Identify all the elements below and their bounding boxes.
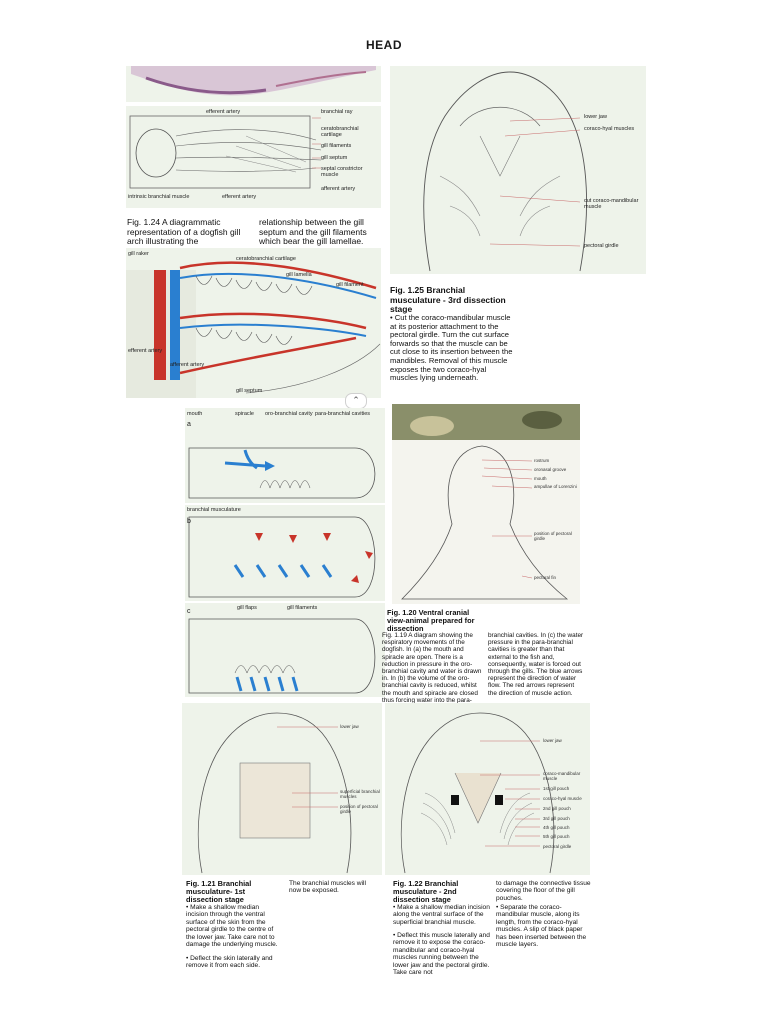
- label-pouch1: 1st gill pouch: [543, 786, 570, 791]
- gill-arch-drawing: [129, 115, 322, 189]
- fig-1-25-diagram: lower jaw coraco-hyal muscles cut coraco…: [390, 66, 646, 274]
- fig-1-19-text-right: branchial cavities. In (c) the water pre…: [488, 632, 584, 697]
- scroll-up-button[interactable]: ⌃: [345, 393, 367, 409]
- label-oro-cavity: oro-branchial cavity: [265, 411, 313, 417]
- fig-1-22-caption: Fig. 1.22 Branchial musculature - 2nd di…: [393, 880, 491, 904]
- fig-1-25-text: Cut the coraco-mandibular muscle at its …: [390, 313, 515, 383]
- label-branchial-ray: branchial ray: [321, 109, 353, 115]
- fig-1-19-diagram-a: mouth spiracle oro-branchial cavity para…: [185, 408, 385, 503]
- label-pouch4: 4th gill pouch: [543, 825, 570, 830]
- fig-1-19-diagram-c: c gill flaps gill filaments: [185, 603, 385, 697]
- label-lower-jaw: lower jaw: [340, 724, 359, 729]
- label-gill-filaments: gill filaments: [321, 143, 352, 149]
- label-septal-constrictor: septal constrictor muscle: [321, 166, 363, 178]
- fig-1-22-caption-head: Fig. 1.22 Branchial musculature - 2nd di…: [393, 879, 459, 904]
- label-b: b: [187, 518, 191, 525]
- label-gill-lamella: gill lamella: [286, 272, 312, 278]
- label-a: a: [187, 421, 191, 428]
- label-superficial: superficial branchial muscles: [340, 789, 380, 799]
- ventral-view-drawing: [392, 404, 580, 600]
- label-oronasal: oronasal groove: [534, 467, 567, 472]
- page-title: HEAD: [365, 38, 402, 52]
- fig-1-21-diagram: lower jaw superficial branchial muscles …: [182, 703, 382, 875]
- label-pectoral-girdle: pectoral girdle: [584, 243, 619, 249]
- label-pectoral-girdle: pectoral girdle: [543, 844, 572, 849]
- label-gill-filaments: gill filaments: [287, 605, 318, 611]
- label-efferent-artery-bottom: efferent artery: [222, 194, 257, 200]
- fig-1-24-diagram: efferent artery branchial ray ceratobran…: [126, 106, 381, 208]
- fig-1-25-caption-head: Fig. 1.25 Branchial musculature - 3rd di…: [390, 285, 506, 314]
- fig-1-21-caption: Fig. 1.21 Branchial musculature- 1st dis…: [186, 880, 280, 904]
- label-afferent-artery: afferent artery: [170, 362, 205, 368]
- fig-gill-lamella-diagram: gill raker ceratobranchial cartilage gil…: [126, 248, 381, 398]
- label-efferent-artery: efferent artery: [128, 348, 163, 354]
- fig-1-24-caption-left: Fig. 1.24 A diagrammatic representation …: [127, 217, 241, 246]
- label-ampullae: ampullae of Lorenzini: [534, 484, 577, 489]
- label-ceratobranchial-cartilage: ceratobranchial cartilage: [236, 256, 296, 262]
- label-c: c: [187, 608, 191, 615]
- fig-1-21-bullet2: Deflect the skin laterally and remove it…: [186, 955, 282, 970]
- label-lower-jaw: lower jaw: [584, 114, 607, 120]
- respiration-c-drawing: [188, 618, 376, 694]
- label-gill-filament: gill filament: [336, 282, 364, 288]
- label-cut-coraco: cut coraco-mandibular muscle: [584, 198, 639, 210]
- fig-1-21-bullet1: Make a shallow median incision through t…: [186, 904, 282, 948]
- label-efferent-artery-top: efferent artery: [206, 109, 241, 115]
- label-gill-flaps: gill flaps: [237, 605, 257, 611]
- respiration-a-drawing: [188, 447, 376, 499]
- label-spiracle: spiracle: [235, 411, 254, 417]
- label-pouch2: 2nd gill pouch: [543, 806, 571, 811]
- dissection-2nd-drawing: [400, 712, 555, 874]
- label-rostrum: rostrum: [534, 458, 550, 463]
- label-coraco-mand: coraco-mandibular muscle: [543, 771, 581, 781]
- fig-1-20-diagram: rostrum oronasal groove mouth ampullae o…: [392, 404, 580, 604]
- label-gill-septum: gill septum: [321, 155, 348, 161]
- fig-1-19-text-left: Fig. 1.19 A diagram showing the respirat…: [382, 632, 482, 704]
- fig-1-20-caption: Fig. 1.20 Ventral cranial view-animal pr…: [387, 609, 487, 633]
- label-ceratobranchial: ceratobranchial cartilage: [321, 126, 359, 138]
- fig-1-22-text-right2: Separate the coraco-mandibular muscle, a…: [496, 904, 592, 948]
- fig-1-22-bullet1: Make a shallow median incision along the…: [393, 904, 491, 926]
- label-position-girdle: position of pectoral girdle: [534, 531, 572, 541]
- label-intrinsic-branchial: intrinsic branchial muscle: [128, 194, 190, 200]
- fig-1-20-caption-text: Fig. 1.20 Ventral cranial view-animal pr…: [387, 608, 475, 633]
- label-lower-jaw: lower jaw: [543, 738, 562, 743]
- fig-1-24-caption-right: relationship between the gill septum and…: [259, 217, 367, 246]
- label-pouch5: 5th gill pouch: [543, 834, 570, 839]
- label-mouth: mouth: [187, 411, 203, 417]
- photo-strip-top: [126, 66, 381, 102]
- gill-lamella-drawing: [126, 261, 381, 398]
- label-branchial-musculature: branchial musculature: [187, 507, 241, 513]
- dissection-1st-drawing: [197, 712, 352, 874]
- tissue-photo: [131, 66, 376, 96]
- fig-1-22-diagram: lower jaw coraco-mandibular muscle 1st g…: [385, 703, 590, 875]
- label-mouth: mouth: [534, 476, 547, 481]
- dissection-3rd-drawing: [423, 71, 587, 272]
- fig-1-22-bullet2: Deflect this muscle laterally and remove…: [393, 932, 491, 976]
- fig-1-25-caption: Fig. 1.25 Branchial musculature - 3rd di…: [390, 285, 515, 315]
- label-pouch3: 3rd gill pouch: [543, 816, 570, 821]
- label-gill-septum: gill septum: [236, 388, 263, 394]
- label-position-girdle: position of pectoral girdle: [340, 804, 378, 814]
- label-coraco-hyal: coraco-hyal muscles: [584, 126, 635, 132]
- label-afferent-artery: afferent artery: [321, 186, 356, 192]
- fig-1-22-text-right1: to damage the connective tissue covering…: [496, 880, 591, 902]
- fig-1-21-text-right: The branchial muscles will now be expose…: [289, 880, 366, 895]
- label-coraco-hyal: coraco-hyal muscle: [543, 796, 582, 801]
- label-pectoral-fin: pectoral fin: [534, 575, 557, 580]
- label-gill-raker: gill raker: [128, 251, 149, 257]
- label-para-cavities: para-branchial cavities: [315, 411, 371, 417]
- fig-1-19-diagram-b: branchial musculature b: [185, 505, 385, 601]
- respiration-b-drawing: [188, 516, 376, 598]
- fig-1-21-caption-head: Fig. 1.21 Branchial musculature- 1st dis…: [186, 879, 252, 904]
